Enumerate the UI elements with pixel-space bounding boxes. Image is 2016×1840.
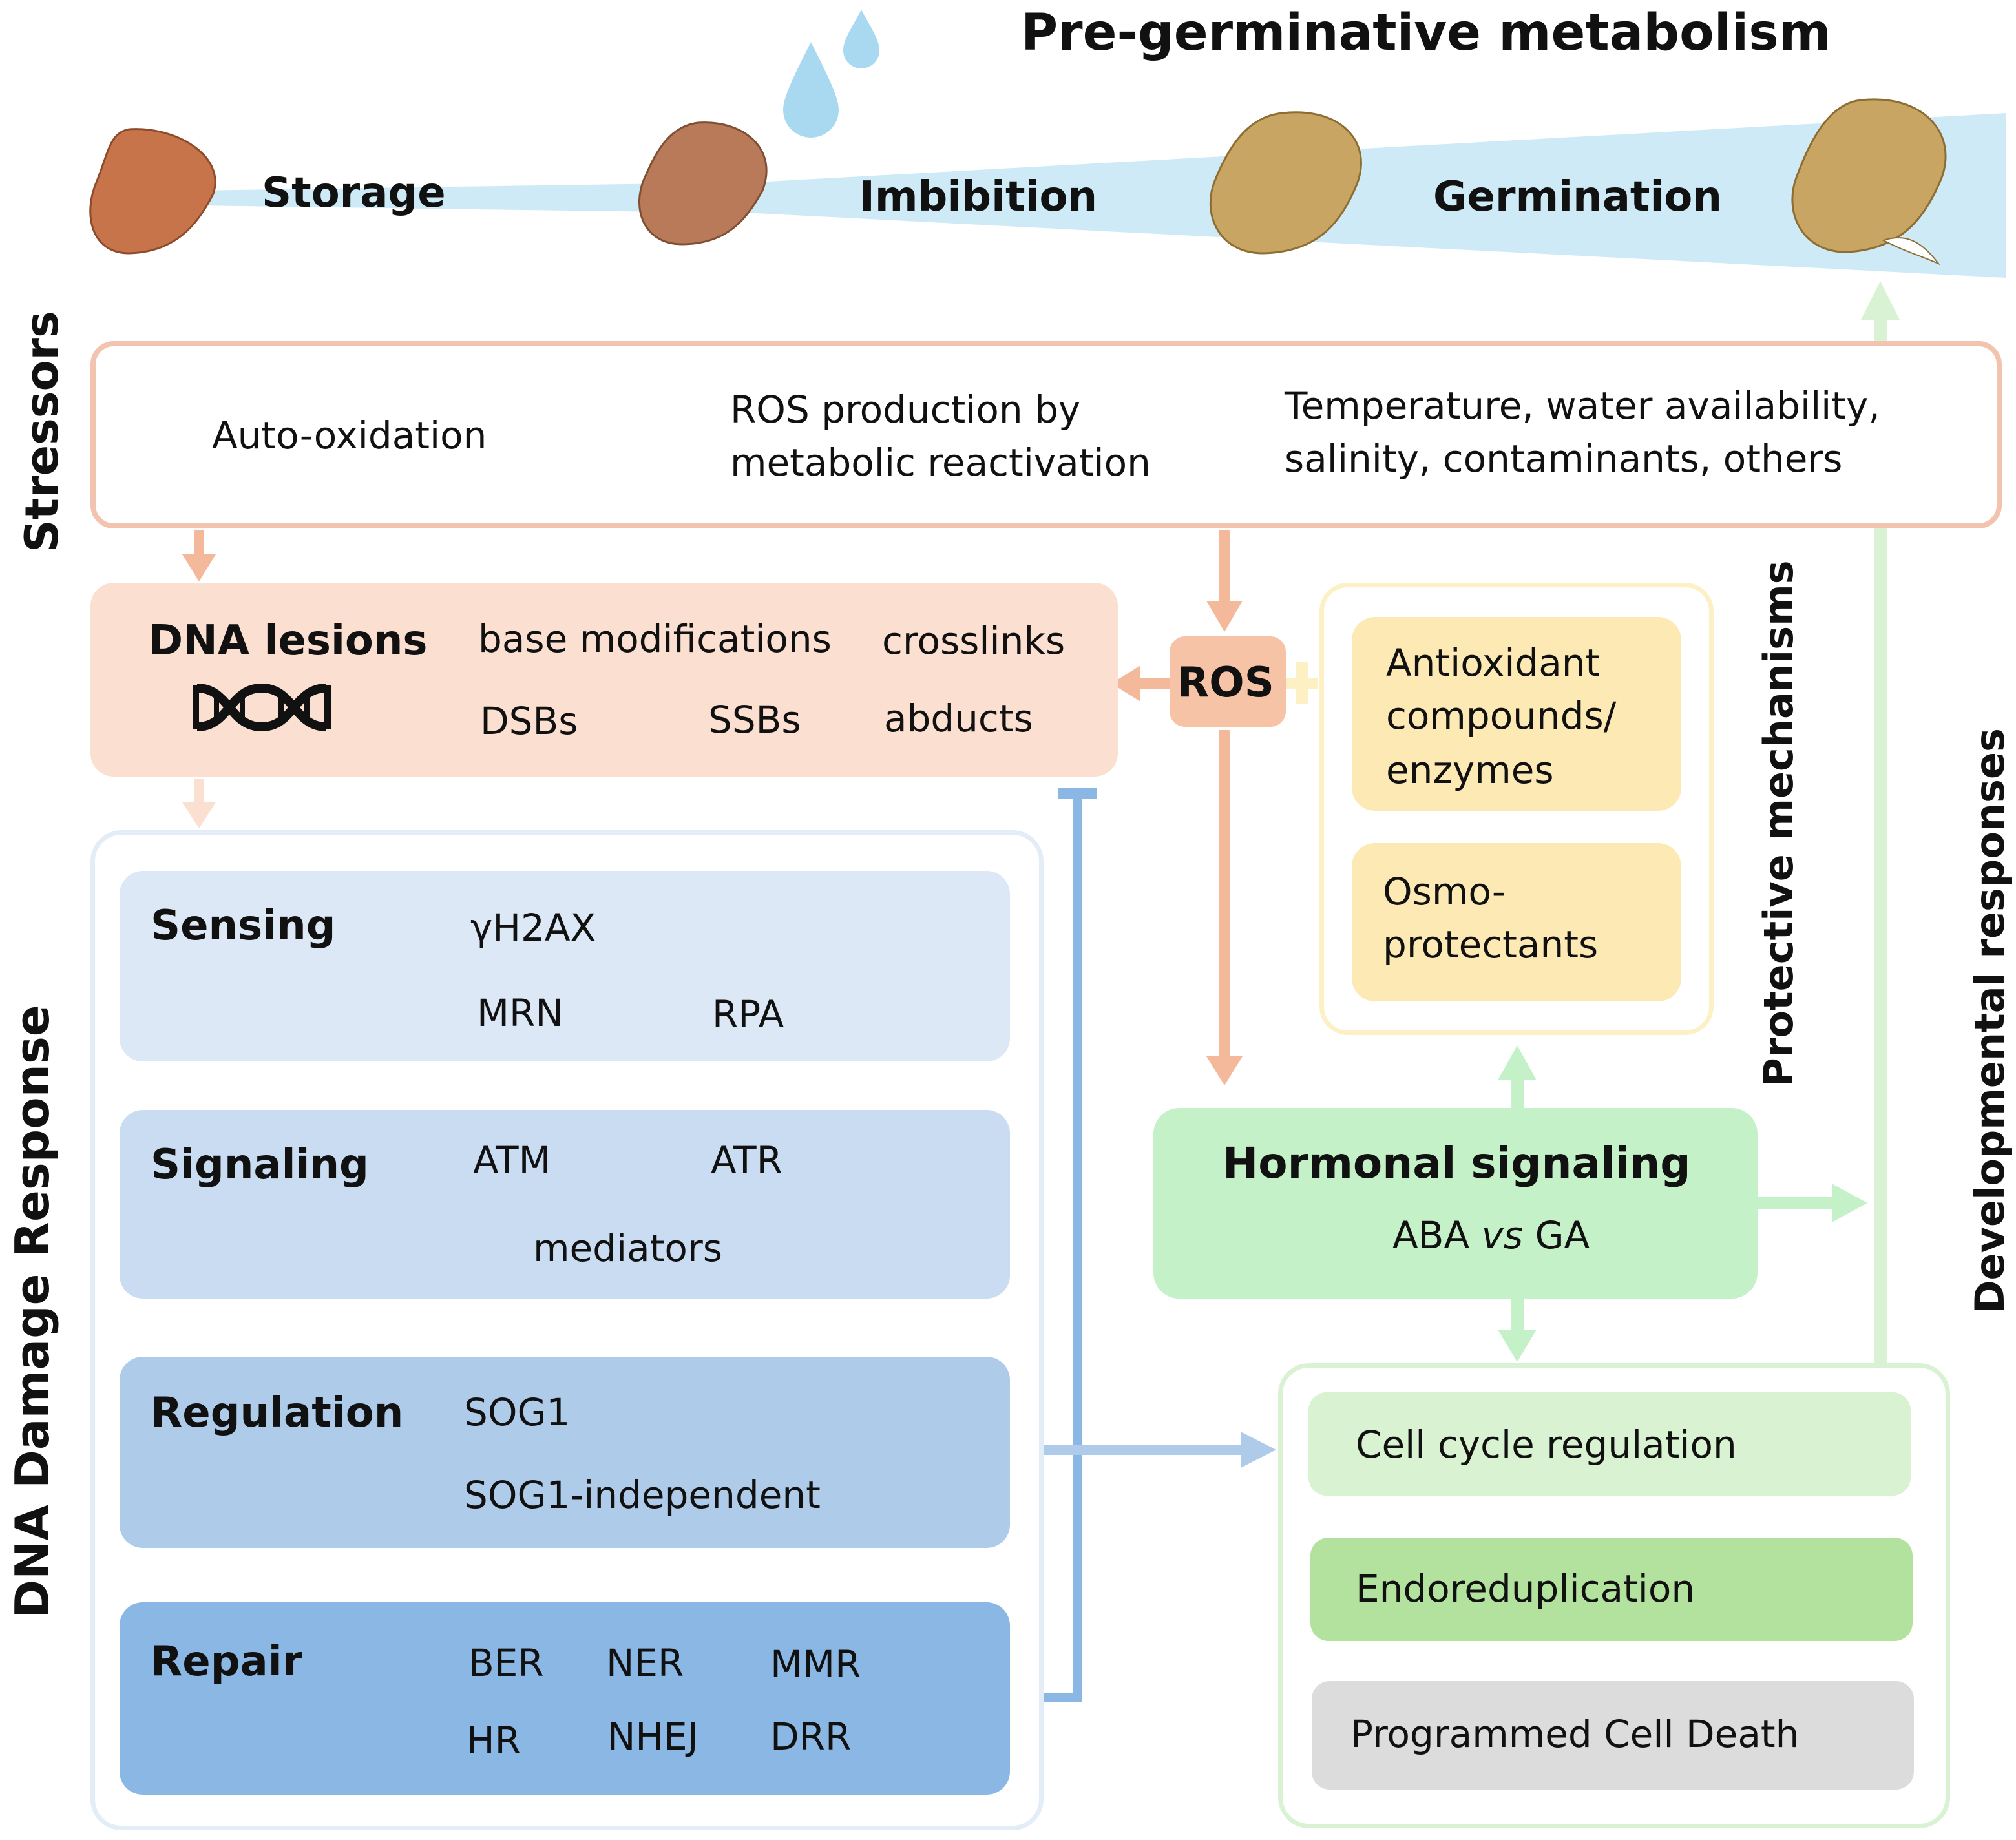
signaling-mediators: mediators <box>533 1226 722 1270</box>
stressor-ros-production-line2: metabolic reactivation <box>730 441 1151 485</box>
lesion-ssbs: SSBs <box>708 698 801 742</box>
pcd-box <box>1312 1681 1914 1790</box>
signaling-box <box>120 1110 1010 1299</box>
signaling-atr: ATR <box>711 1138 782 1182</box>
osmoprotectants-box <box>1352 843 1681 1001</box>
cell-cycle-box <box>1308 1392 1911 1496</box>
regulation-title: Regulation <box>151 1389 404 1437</box>
repair-ber: BER <box>468 1641 544 1685</box>
ros-label: ROS <box>1177 659 1274 707</box>
hormonal-title: Hormonal signaling <box>1223 1138 1691 1188</box>
lesion-abducts: abducts <box>884 696 1033 740</box>
seed-germinated-icon <box>1791 98 1947 253</box>
regulation-sog1-independent: SOG1-independent <box>464 1473 821 1517</box>
hormonal-vs: vs <box>1481 1213 1524 1257</box>
seed-imbibed-icon <box>638 121 768 246</box>
lesion-crosslinks: crosslinks <box>882 619 1066 663</box>
regulation-sog1: SOG1 <box>464 1390 571 1434</box>
lesion-dsbs: DSBs <box>480 699 578 743</box>
osmo-line2: protectants <box>1383 923 1599 967</box>
repair-nhej: NHEJ <box>607 1715 698 1759</box>
sensing-box <box>120 871 1010 1061</box>
dna-helix-icon <box>193 684 331 731</box>
sensing-title: Sensing <box>151 902 336 950</box>
signaling-title: Signaling <box>151 1141 369 1189</box>
repair-box <box>120 1602 1010 1795</box>
water-drop-icon <box>783 42 839 138</box>
seed-germ-icon <box>1209 111 1362 255</box>
sensing-gh2ax: γH2AX <box>470 906 596 950</box>
repair-drr: DRR <box>770 1715 852 1759</box>
water-drop-icon <box>843 10 879 68</box>
stage-germination-label: Germination <box>1433 173 1722 221</box>
stressor-auto-oxidation: Auto-oxidation <box>212 413 487 457</box>
stressor-environment-line2: salinity, contaminants, others <box>1285 437 1843 481</box>
hormonal-subtitle: ABA vs GA <box>1392 1213 1590 1257</box>
sensing-mrn: MRN <box>477 991 563 1035</box>
antioxidant-line3: enzymes <box>1386 748 1554 792</box>
antioxidant-box <box>1352 617 1681 811</box>
stressors-side-label: Stressors <box>16 311 68 552</box>
water-gradient-wedge <box>194 113 2006 278</box>
protective-side-label: Protective mechanisms <box>1755 560 1802 1087</box>
seed-storage-icon <box>89 128 216 255</box>
cell-cycle-label: Cell cycle regulation <box>1356 1423 1737 1467</box>
antioxidant-line2: compounds/ <box>1386 694 1617 738</box>
repair-mmr: MMR <box>770 1642 861 1686</box>
developmental-side-label: Developmental responses <box>1966 728 2013 1313</box>
repair-ner: NER <box>606 1641 684 1685</box>
hormonal-ga: GA <box>1523 1213 1590 1257</box>
hormonal-aba: ABA <box>1392 1213 1482 1257</box>
ros-node <box>1170 636 1286 727</box>
repair-title: Repair <box>151 1638 303 1686</box>
lesion-base-modifications: base modifications <box>478 617 832 661</box>
radicle-icon <box>1882 237 1941 266</box>
dna-lesions-box <box>90 583 1118 777</box>
ddr-side-label: DNA Damage Response <box>5 1005 59 1618</box>
stressor-ros-production-line1: ROS production by <box>730 388 1081 432</box>
stage-imbibition-label: Imbibition <box>859 173 1098 221</box>
stressor-environment-line1: Temperature, water availability, <box>1285 384 1880 428</box>
sensing-rpa: RPA <box>712 992 784 1036</box>
osmo-line1: Osmo- <box>1383 870 1506 914</box>
endoreduplication-label: Endoreduplication <box>1356 1567 1696 1611</box>
stage-storage-label: Storage <box>262 169 446 217</box>
dna-lesions-title: DNA lesions <box>149 617 428 665</box>
signaling-atm: ATM <box>473 1138 551 1182</box>
antioxidant-line1: Antioxidant <box>1386 641 1601 685</box>
page-title: Pre-germinative metabolism <box>1021 4 1831 62</box>
regulation-box <box>120 1357 1010 1548</box>
pcd-label: Programmed Cell Death <box>1350 1712 1800 1756</box>
endoreduplication-box <box>1310 1538 1913 1641</box>
repair-hr: HR <box>467 1719 521 1762</box>
hormonal-signaling-box <box>1153 1108 1758 1299</box>
stressors-box <box>90 341 2002 528</box>
